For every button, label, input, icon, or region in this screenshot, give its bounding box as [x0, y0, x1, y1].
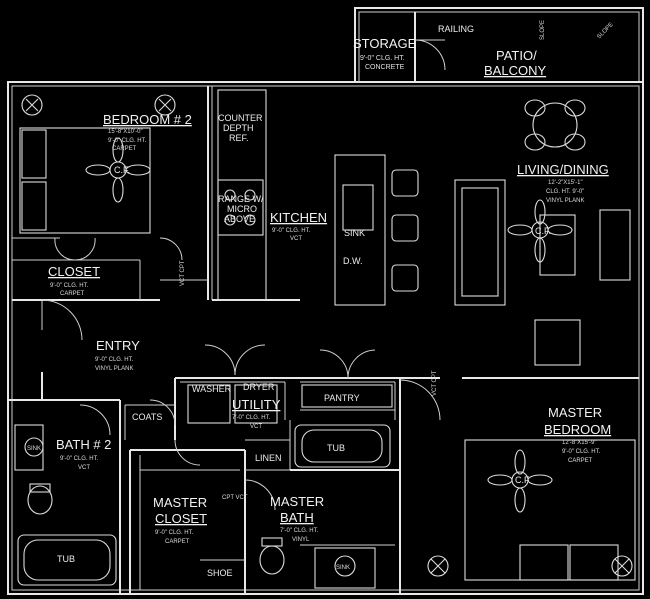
shoe-label: SHOE	[207, 568, 233, 578]
kitchen-sink-label: SINK	[344, 228, 365, 238]
kitchen-label: KITCHEN	[270, 210, 327, 225]
range-label-1: RANGE W/	[218, 194, 264, 204]
pantry-label: PANTRY	[324, 393, 360, 403]
threshold-label-3: CPT VCT	[222, 495, 248, 501]
utility-spec1: 7'-0" CLG. HT.	[232, 415, 271, 421]
bath2-spec2: VCT	[78, 465, 90, 471]
storage-label: STORAGE	[353, 36, 417, 51]
counter-label-3: REF.	[229, 133, 249, 143]
bath2-label: BATH # 2	[56, 437, 111, 452]
bedroom2-label: BEDROOM # 2	[103, 112, 192, 127]
living-spec2: CLG. HT. 9'-0"	[546, 189, 584, 195]
living-spec3: VINYL PLANK	[546, 198, 584, 204]
room-labels: STORAGE 9'-0" CLG. HT. CONCRETE RAILING …	[27, 20, 615, 578]
slope-label-2: SLOPE	[596, 22, 614, 40]
bedroom2-spec1: 15'-8"X10'-0"	[108, 129, 143, 135]
master-closet-label-2: CLOSET	[155, 511, 207, 526]
master-bedroom-spec2: 9'-0" CLG. HT.	[562, 449, 601, 455]
entry-spec1: 9'-0" CLG. HT.	[95, 357, 134, 363]
closet-spec2: CARPET	[60, 291, 85, 297]
counter-label-1: COUNTER	[218, 113, 263, 123]
living-spec1: 12'-2"X15'-1"	[548, 180, 583, 186]
bath2-sink-label: SINK	[27, 446, 41, 452]
closet-label: CLOSET	[48, 264, 100, 279]
kitchen-spec2: VCT	[290, 236, 302, 242]
kitchen-spec1: 9'-0" CLG. HT.	[272, 228, 311, 234]
fixtures	[14, 89, 636, 590]
dishwasher-label: D.W.	[343, 256, 363, 266]
range-label-3: ABOVE	[224, 214, 255, 224]
storage-spec2: CONCRETE	[365, 64, 405, 71]
counter-label-2: DEPTH	[223, 123, 254, 133]
master-bath-label-2: BATH	[280, 510, 314, 525]
master-closet-spec1: 9'-0" CLG. HT.	[155, 530, 194, 536]
master-tub-label: TUB	[327, 443, 345, 453]
exterior-walls	[7, 7, 644, 595]
door-swings	[41, 39, 446, 511]
master-bath-spec2: VINYL	[292, 537, 310, 543]
master-bedroom-fan: C.F.	[515, 475, 531, 485]
entry-label: ENTRY	[96, 338, 140, 353]
closet-spec1: 9'-0" CLG. HT.	[50, 283, 89, 289]
linen-label: LINEN	[255, 453, 282, 463]
railing-label: RAILING	[438, 24, 474, 34]
master-bedroom-label-2: BEDROOM	[544, 422, 611, 437]
bath2-spec1: 9'-0" CLG. HT.	[60, 456, 99, 462]
master-closet-spec2: CARPET	[165, 539, 190, 545]
dryer-label: DRYER	[243, 382, 275, 392]
living-dining-label: LIVING/DINING	[517, 162, 609, 177]
master-closet-label-1: MASTER	[153, 495, 207, 510]
living-fan: C.F.	[535, 226, 551, 236]
master-bath-label-1: MASTER	[270, 494, 324, 509]
entry-spec2: VINYL PLANK	[95, 366, 133, 372]
patio-label-2: BALCONY	[484, 63, 546, 78]
washer-label: WASHER	[192, 384, 232, 394]
utility-label: UTILITY	[232, 397, 281, 412]
threshold-label-1: VCT CPT	[180, 260, 186, 286]
slope-label-1: SLOPE	[540, 20, 546, 40]
master-bedroom-spec1: 12'-8"X15'-9"	[562, 440, 597, 446]
threshold-label-2: VCT CPT	[432, 370, 438, 396]
bath2-tub-label: TUB	[57, 554, 75, 564]
bedroom2-fan: C.F.	[114, 165, 130, 175]
coats-label: COATS	[132, 412, 162, 422]
bedroom2-spec2: 9'-0" CLG. HT.	[108, 138, 147, 144]
patio-label-1: PATIO/	[496, 48, 537, 63]
master-bedroom-spec3: CARPET	[568, 458, 593, 464]
master-bath-spec1: 7'-0" CLG. HT.	[280, 528, 319, 534]
bedroom2-spec3: CARPET	[112, 146, 137, 152]
range-label-2: MICRO	[227, 204, 257, 214]
master-bedroom-label-1: MASTER	[548, 405, 602, 420]
master-bath-sink-label: SINK	[336, 565, 350, 571]
utility-spec2: VCT	[250, 424, 262, 430]
storage-spec1: 9'-0" CLG. HT.	[360, 55, 405, 62]
